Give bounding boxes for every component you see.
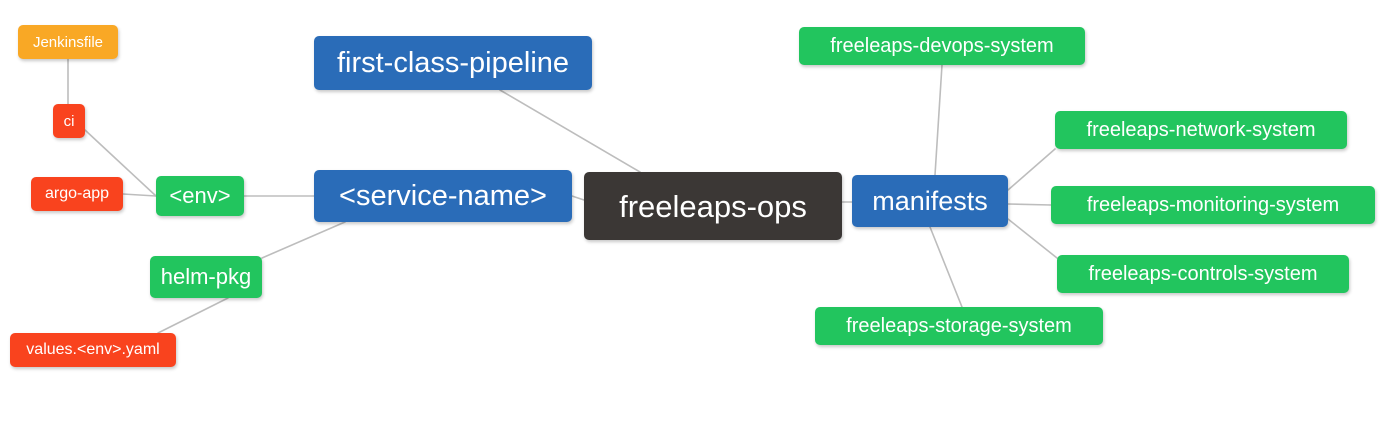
mindmap-node-first-class-pipeline[interactable]: first-class-pipeline bbox=[314, 36, 592, 90]
mindmap-edge-e-argoapp-env bbox=[122, 193, 157, 197]
mindmap-edge-e-manifests-network bbox=[1007, 148, 1056, 191]
mindmap-node-argo-app[interactable]: argo-app bbox=[31, 177, 123, 211]
mindmap-node-jenkinsfile[interactable]: Jenkinsfile bbox=[18, 25, 118, 59]
mindmap-node-label-freeleaps-ops: freeleaps-ops bbox=[619, 188, 807, 224]
mindmap-node-label-freeleaps-controls-system: freeleaps-controls-system bbox=[1088, 263, 1318, 285]
mindmap-edge-e-valuesyaml-helmpkg bbox=[157, 297, 229, 334]
mindmap-node-label-freeleaps-monitoring-system: freeleaps-monitoring-system bbox=[1086, 194, 1340, 216]
mindmap-node-freeleaps-devops-system[interactable]: freeleaps-devops-system bbox=[799, 27, 1085, 65]
mindmap-node-service-name[interactable]: <service-name> bbox=[314, 170, 572, 222]
mindmap-node-label-first-class-pipeline: first-class-pipeline bbox=[336, 46, 570, 79]
mindmap-edge-e-helmpkg-servicename bbox=[261, 221, 346, 259]
mindmap-node-freeleaps-network-system[interactable]: freeleaps-network-system bbox=[1055, 111, 1347, 149]
mindmap-node-label-freeleaps-devops-system: freeleaps-devops-system bbox=[830, 35, 1054, 57]
mindmap-edge-e-manifests-monitoring bbox=[1007, 203, 1052, 206]
mindmap-node-ci[interactable]: ci bbox=[53, 104, 85, 138]
mindmap-node-freeleaps-storage-system[interactable]: freeleaps-storage-system bbox=[815, 307, 1103, 345]
mindmap-node-helm-pkg[interactable]: helm-pkg bbox=[150, 256, 262, 298]
mindmap-edge-e-pipeline-ops bbox=[499, 89, 641, 173]
mindmap-node-label-env: <env> bbox=[169, 183, 231, 208]
mindmap-node-label-manifests: manifests bbox=[872, 185, 988, 216]
mindmap-node-label-freeleaps-network-system: freeleaps-network-system bbox=[1086, 119, 1316, 141]
mindmap-node-freeleaps-controls-system[interactable]: freeleaps-controls-system bbox=[1057, 255, 1349, 293]
mindmap-node-label-values-yaml: values.<env>.yaml bbox=[26, 341, 160, 358]
mindmap-edge-e-servicename-ops bbox=[571, 195, 585, 201]
mindmap-node-freeleaps-monitoring-system[interactable]: freeleaps-monitoring-system bbox=[1051, 186, 1375, 224]
mindmap-node-label-service-name: <service-name> bbox=[339, 179, 547, 212]
mindmap-node-label-freeleaps-storage-system: freeleaps-storage-system bbox=[846, 315, 1072, 337]
mindmap-node-env[interactable]: <env> bbox=[156, 176, 244, 216]
mindmap-node-freeleaps-ops[interactable]: freeleaps-ops bbox=[584, 172, 842, 240]
mindmap-node-label-helm-pkg: helm-pkg bbox=[160, 264, 252, 289]
mindmap-node-manifests[interactable]: manifests bbox=[852, 175, 1008, 227]
mindmap-edge-e-manifests-devops bbox=[934, 64, 943, 176]
mindmap-node-label-jenkinsfile: Jenkinsfile bbox=[32, 33, 104, 51]
mindmap-node-label-argo-app: argo-app bbox=[44, 185, 110, 202]
mindmap-node-values-yaml[interactable]: values.<env>.yaml bbox=[10, 333, 176, 367]
mindmap-node-label-ci: ci bbox=[63, 112, 75, 130]
mindmap-edge-e-manifests-controls bbox=[1007, 218, 1058, 259]
mindmap-edge-e-manifests-storage bbox=[929, 226, 963, 308]
